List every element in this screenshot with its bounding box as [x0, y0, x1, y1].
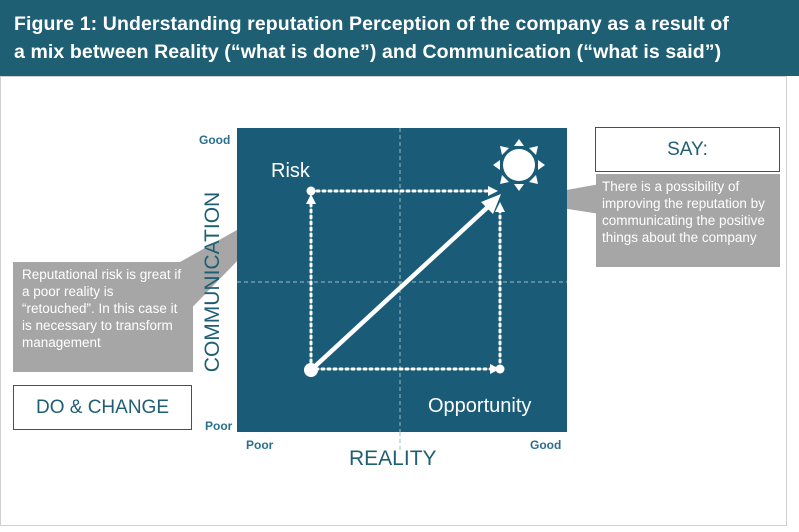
do-and-change-box: DO & CHANGE — [13, 385, 192, 430]
right-callout-box — [596, 174, 780, 267]
figure-header: Figure 1: Understanding reputation Perce… — [0, 0, 799, 76]
x-axis-title: REALITY — [349, 447, 437, 470]
figure-title-line-2: a mix between Reality (“what is done”) a… — [14, 41, 722, 63]
risk-point — [306, 186, 316, 196]
arrowhead-right-bottom — [490, 364, 500, 374]
sun-icon — [493, 139, 545, 191]
figure-frame — [0, 76, 787, 526]
right-callout-text: There is a possibility of improving the … — [602, 179, 765, 245]
main-diagonal-arrow — [309, 203, 492, 372]
y-axis-bottom-label: Poor — [205, 419, 233, 433]
dotted-paths — [309, 189, 502, 371]
arrowhead-up-left — [306, 194, 316, 204]
opportunity-label: Opportunity — [428, 395, 532, 417]
risk-label: Risk — [271, 160, 310, 182]
opportunity-point — [495, 364, 505, 374]
arrowhead-right-top — [488, 186, 498, 196]
x-axis-right-label: Good — [530, 438, 562, 452]
main-arrowhead — [481, 194, 501, 214]
x-axis-left-label: Poor — [246, 438, 274, 452]
y-axis-top-label: Good — [199, 133, 231, 147]
y-axis-title-text: COMMUNICATION — [201, 191, 224, 373]
say-box: SAY: — [595, 127, 780, 172]
left-callout-text: Reputational risk is great if a poor rea… — [22, 267, 182, 350]
arrowhead-up-right — [495, 202, 505, 212]
figure-title-line-1: Figure 1: Understanding reputation Perce… — [14, 13, 730, 35]
left-callout-box — [13, 262, 193, 372]
